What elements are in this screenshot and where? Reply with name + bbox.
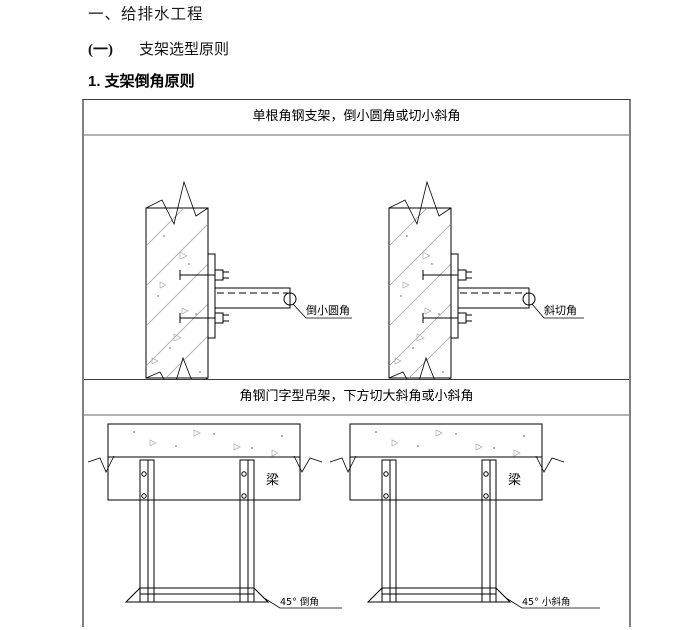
break-mark-right [535, 455, 565, 473]
post-right [239, 459, 270, 603]
table-row2-figures: 梁 [84, 416, 629, 630]
subsection-heading: 1. 支架倒角原则 [88, 73, 195, 90]
post-left [366, 459, 397, 603]
wall-aggregate [151, 235, 201, 373]
table-row1-figures: 倒小圆角 [84, 136, 629, 379]
callout-leader [292, 303, 352, 319]
post-right [481, 459, 512, 603]
bolt-hole [483, 471, 489, 477]
callout-right-label: 斜切角 [544, 304, 577, 317]
table-row1-caption: 单根角钢支架，倒小圆角或切小斜角 [84, 100, 629, 136]
bracket-plate [450, 253, 459, 339]
slab-section [349, 423, 543, 458]
wall-aggregate [394, 235, 444, 373]
beam-outline [107, 457, 301, 501]
beam-outline [349, 457, 543, 501]
left-gantry-detail: 梁 [87, 423, 342, 609]
break-line-top [145, 180, 209, 226]
left-wall-detail: 倒小圆角 [145, 180, 352, 379]
page-title: 一、给排水工程 [88, 6, 204, 23]
break-mark-left [87, 455, 115, 473]
beam-label: 梁 [266, 473, 279, 488]
section-heading: (一) 支架选型原则 [88, 38, 229, 59]
cantilever-arm [458, 287, 530, 309]
callout-leader [505, 597, 600, 609]
break-mark-left [329, 455, 357, 473]
bolt-lower [179, 312, 229, 324]
cantilever-arm [215, 287, 291, 309]
beam-label: 梁 [508, 473, 521, 488]
chamfer-callout-left: 45° 倒角 [263, 596, 342, 609]
callout-left-label: 倒小圆角 [306, 304, 350, 317]
chamfer-label: 45° 倒角 [280, 596, 319, 608]
slab-aggregate [133, 429, 283, 457]
right-wall-detail: 斜切角 [388, 180, 584, 379]
bolt-upper [422, 269, 472, 281]
bolt-hole [241, 493, 247, 499]
bolt-lower [422, 312, 472, 324]
bolt-hole [383, 493, 389, 499]
bolt-hole [141, 471, 147, 477]
break-line-bottom [388, 356, 452, 379]
bracket-plate [207, 253, 216, 339]
bolt-upper [179, 269, 229, 281]
row2-drawing: 梁 [87, 423, 600, 609]
break-mark-right [293, 455, 323, 473]
callout-right: 斜切角 [522, 292, 584, 319]
slab-section [107, 423, 301, 458]
section-number: (一) [88, 42, 113, 58]
callout-circle [283, 292, 297, 306]
chamfer-callout-right: 45° 小斜角 [505, 596, 600, 609]
post-left [124, 459, 155, 603]
right-gantry-detail: 梁 [329, 423, 600, 609]
bolt-hole [141, 493, 147, 499]
bolt-hole [483, 493, 489, 499]
wall-hatch [388, 207, 452, 379]
slab-aggregate [375, 429, 525, 457]
chamfer-label: 45° 小斜角 [522, 596, 570, 608]
callout-leader [263, 597, 342, 609]
section-title: 支架选型原则 [139, 42, 230, 58]
callout-circle [522, 292, 536, 306]
bolt-hole [383, 471, 389, 477]
break-line-top [388, 180, 452, 226]
bottom-member [126, 587, 268, 603]
callout-left: 倒小圆角 [283, 292, 352, 319]
bolt-hole [241, 471, 247, 477]
wall-hatch [145, 207, 209, 379]
bottom-member [368, 587, 510, 603]
break-line-bottom [145, 356, 209, 379]
callout-leader [531, 303, 584, 319]
figure-table: 单根角钢支架，倒小圆角或切小斜角 [82, 99, 631, 627]
table-row2-caption: 角钢门字型吊架，下方切大斜角或小斜角 [84, 379, 629, 416]
row1-drawing: 倒小圆角 [145, 180, 584, 379]
